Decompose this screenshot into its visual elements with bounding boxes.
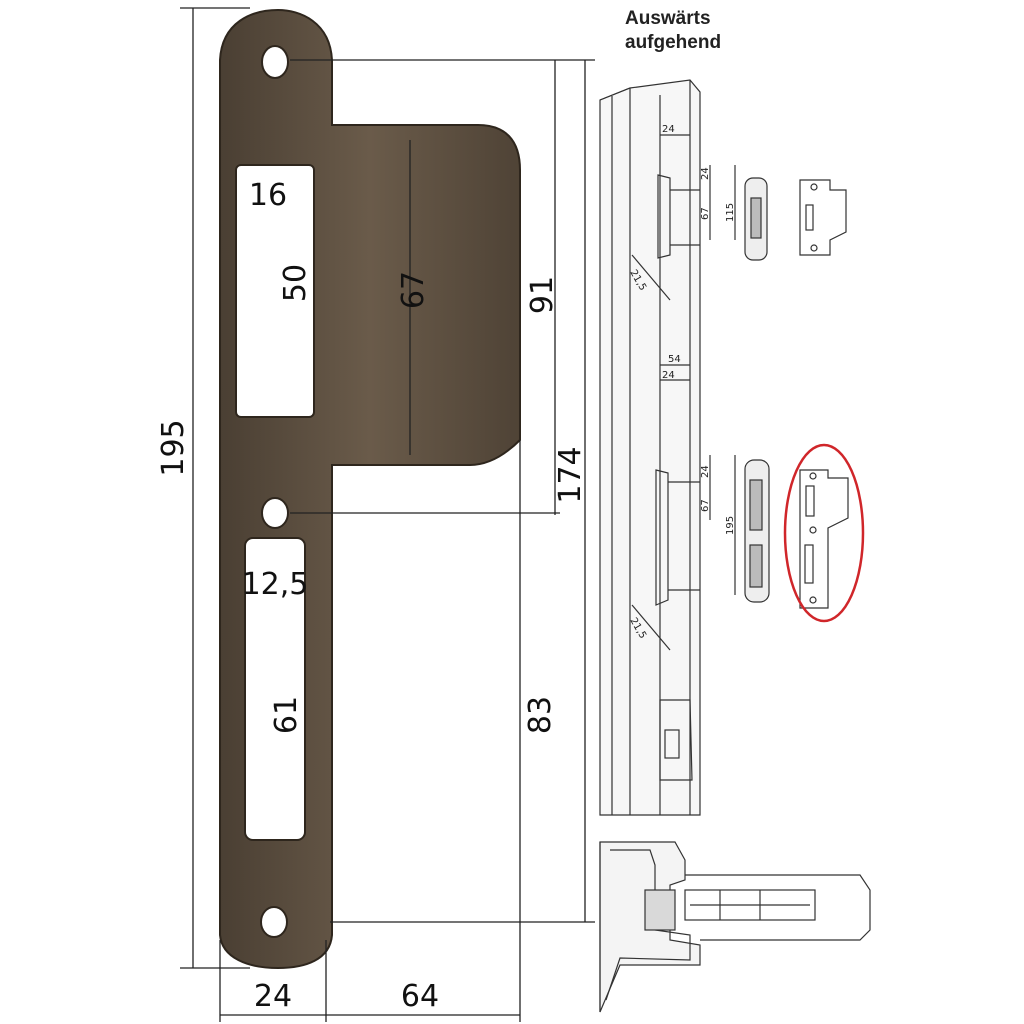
dimension-lines <box>180 7 595 1022</box>
lower-screw-hole <box>260 906 288 938</box>
dim-50: 50 <box>278 264 313 302</box>
bolt-opening <box>244 537 306 841</box>
frame-middle-width-a: 54 <box>668 354 681 365</box>
heading-line-1: Auswärts <box>625 8 711 29</box>
dim-91: 91 <box>525 276 560 314</box>
highlight-ring <box>783 443 865 623</box>
latch-opening <box>235 164 315 418</box>
frame-upper-d1: 24 <box>700 167 711 180</box>
dim-total-height: 195 <box>156 419 191 476</box>
heading-line-2: aufgehend <box>625 32 721 53</box>
middle-mini-plates <box>744 459 849 609</box>
frame-upper-d2: 67 <box>700 207 711 220</box>
door-frame-drawing <box>599 79 736 816</box>
frame-middle-width-b: 24 <box>662 370 675 381</box>
dim-12-5: 12,5 <box>242 567 309 602</box>
dim-67: 67 <box>396 271 431 309</box>
dim-174: 174 <box>553 446 588 503</box>
middle-screw-hole <box>261 497 289 529</box>
frame-upper-width: 24 <box>662 124 675 135</box>
dim-16: 16 <box>249 178 287 213</box>
cross-section-drawing <box>599 841 871 1013</box>
frame-middle-d2: 67 <box>700 499 711 512</box>
frame-middle-d3: 195 <box>725 516 736 535</box>
dim-61: 61 <box>269 696 304 734</box>
dimension-labels: 195 174 91 83 67 16 50 12,5 61 24 64 <box>156 178 588 1014</box>
upper-mini-plates <box>744 177 847 261</box>
dim-83: 83 <box>523 696 558 734</box>
dim-24: 24 <box>254 979 292 1014</box>
frame-upper-d3: 115 <box>725 203 736 222</box>
strike-plate <box>219 8 521 970</box>
dim-64: 64 <box>401 979 439 1014</box>
frame-middle-d1: 24 <box>700 465 711 478</box>
upper-screw-hole <box>261 45 289 79</box>
